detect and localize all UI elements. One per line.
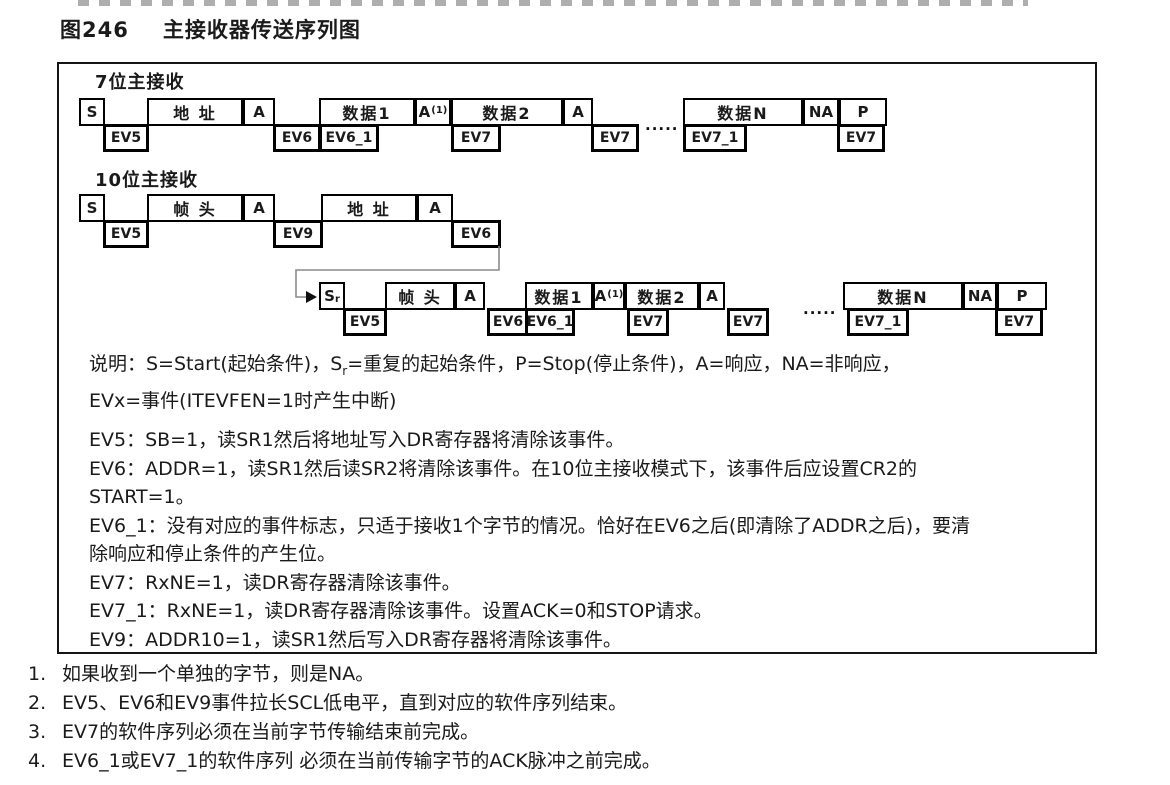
event-description-line: 除响应和停止条件的产生位。 [89, 543, 337, 565]
frame-box-NA: NA [803, 98, 839, 126]
ellipsis-dots: ..... [803, 300, 837, 318]
frame-box-S: S [79, 98, 105, 126]
legend-line: 说明：S=Start(起始条件)，Sr=重复的起始条件，P=Stop(停止条件)… [89, 353, 901, 378]
event-box-EV6_1: EV6_1 [319, 124, 379, 152]
footnote-number: 4. [28, 750, 47, 772]
event-box-EV6: EV6 [273, 124, 321, 152]
footnote-text: EV5、EV6和EV9事件拉长SCL低电平，直到对应的软件序列结束。 [62, 692, 628, 714]
frame-box-A: A [699, 282, 725, 310]
frame-box-A: A [563, 98, 593, 126]
frame-box-NA: NA [963, 282, 997, 310]
frame-box-数据1: 数据1 [319, 98, 415, 126]
section-heading-7bit: 7位主接收 [95, 72, 185, 93]
event-description-line: EV6：ADDR=1，读SR1然后读SR2将清除该事件。在10位主接收模式下，该… [89, 457, 917, 480]
footnote-item: 3. EV7的软件序列必须在当前字节传输结束前完成。 [28, 718, 1128, 747]
event-box-EV7: EV7 [627, 308, 669, 336]
frame-box-数据N: 数据N [843, 282, 963, 310]
frame-box-A: A [455, 282, 485, 310]
section-heading-10bit: 10位主接收 [95, 170, 199, 191]
legend-line: EVx=事件(ITEVFEN=1时产生中断) [89, 389, 397, 412]
frame-box-P: P [997, 282, 1047, 310]
frame-box-数据2: 数据2 [625, 282, 699, 310]
event-box-EV7: EV7 [591, 124, 639, 152]
frame-box-数据N: 数据N [683, 98, 803, 126]
event-description-line: EV5：SB=1，读SR1然后将地址写入DR寄存器将清除该事件。 [89, 429, 625, 451]
event-description-line: EV7_1：RxNE=1，读DR寄存器清除该事件。设置ACK=0和STOP请求。 [89, 600, 713, 622]
footnote-number: 3. [28, 721, 47, 743]
frame-box-S: S [79, 194, 105, 222]
frame-box-数据1: 数据1 [525, 282, 593, 310]
footnote-text: EV7的软件序列必须在当前字节传输结束前完成。 [62, 721, 480, 743]
footnote-text: 如果收到一个单独的字节，则是NA。 [62, 663, 375, 685]
frame-box-帧 头: 帧 头 [385, 282, 455, 310]
footnote-item: 2. EV5、EV6和EV9事件拉长SCL低电平，直到对应的软件序列结束。 [28, 689, 1128, 718]
page-title: 图246 主接收器传送序列图 [60, 14, 361, 44]
event-box-EV9: EV9 [273, 220, 323, 248]
event-box-EV5: EV5 [103, 124, 149, 152]
event-box-EV6: EV6 [487, 308, 529, 336]
frame-box-P: P [839, 98, 887, 126]
frame-box-A: A(1) [415, 98, 451, 126]
frame-box-地 址: 地 址 [147, 98, 243, 126]
frame-box-数据2: 数据2 [451, 98, 563, 126]
footnote-number: 2. [28, 692, 47, 714]
frame-box-A: A [243, 98, 275, 126]
event-description-line: EV6_1：没有对应的事件标志，只适于接收1个字节的情况。恰好在EV6之后(即清… [89, 514, 971, 537]
event-description-line: EV7：RxNE=1，读DR寄存器清除该事件。 [89, 571, 461, 594]
event-box-EV7: EV7 [727, 308, 769, 336]
event-box-EV7_1: EV7_1 [847, 308, 909, 336]
event-description-line: EV9：ADDR10=1，读SR1然后写入DR寄存器将清除该事件。 [89, 628, 622, 651]
frame-box-A: A [417, 194, 453, 222]
frame-box-A: A(1) [593, 282, 625, 310]
footnote-item: 1. 如果收到一个单独的字节，则是NA。 [28, 660, 1128, 689]
event-box-EV7: EV7 [837, 124, 885, 152]
event-box-EV6_1: EV6_1 [525, 308, 575, 336]
footnotes: 1. 如果收到一个单独的字节，则是NA。 2. EV5、EV6和EV9事件拉长SCL低… [28, 660, 1128, 776]
footnote-number: 1. [28, 663, 47, 685]
event-box-EV7: EV7 [995, 308, 1043, 336]
clipped-text-remnant [78, 0, 1028, 6]
event-box-EV5: EV5 [343, 308, 387, 336]
ellipsis-dots: ..... [645, 116, 679, 134]
event-box-EV7_1: EV7_1 [683, 124, 747, 152]
footnote-text: EV6_1或EV7_1的软件序列 必须在当前传输字节的ACK脉冲之前完成。 [62, 750, 661, 772]
figure-label: 图246 [60, 18, 129, 42]
event-box-EV7: EV7 [451, 124, 501, 152]
event-description-line: START=1。 [89, 486, 195, 508]
frame-box-帧 头: 帧 头 [147, 194, 243, 222]
event-descriptions: EV5：SB=1，读SR1然后将地址写入DR寄存器将清除该事件。 EV6：ADDR… [89, 426, 1079, 654]
footnote-item: 4. EV6_1或EV7_1的软件序列 必须在当前传输字节的ACK脉冲之前完成。 [28, 747, 1128, 776]
frame-box-A: A [243, 194, 275, 222]
legend-text: 说明：S=Start(起始条件)，Sr=重复的起始条件，P=Stop(停止条件)… [89, 349, 1069, 416]
event-box-EV6: EV6 [451, 220, 501, 248]
event-box-EV5: EV5 [103, 220, 149, 248]
frame-box-地 址: 地 址 [321, 194, 417, 222]
figure-title: 主接收器传送序列图 [162, 18, 361, 42]
